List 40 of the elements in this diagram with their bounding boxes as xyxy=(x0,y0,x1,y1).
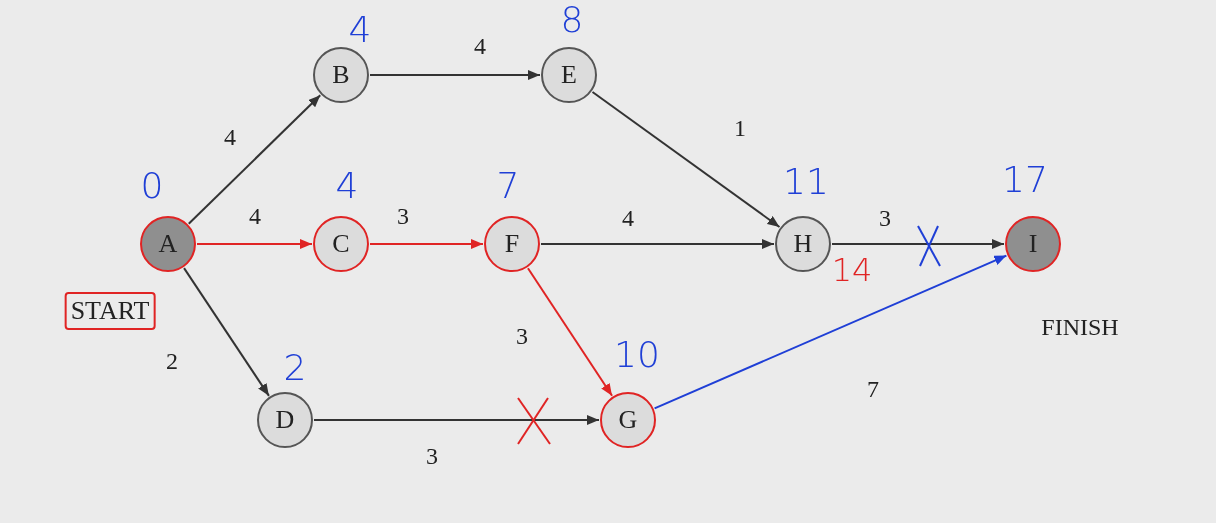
handwritten-number: 17 xyxy=(1002,162,1048,198)
handwritten-number: 0 xyxy=(140,168,164,204)
node-letter: C xyxy=(332,231,350,257)
node-letter: G xyxy=(618,407,638,433)
node-letter: E xyxy=(561,62,577,88)
handwritten-number: 8 xyxy=(560,2,584,38)
arrow xyxy=(831,239,1005,249)
arrow xyxy=(183,267,270,397)
activity-node xyxy=(600,392,656,448)
activity-node xyxy=(313,216,369,272)
activity-node xyxy=(140,216,196,272)
node-letter: F xyxy=(504,231,520,257)
activity-node xyxy=(257,392,313,448)
handwritten-number: 4 xyxy=(335,168,359,204)
arrow xyxy=(540,239,775,249)
activity-node xyxy=(313,47,369,103)
handwritten-number: 4 xyxy=(348,12,372,48)
handwritten-number: 2 xyxy=(283,350,307,386)
node-letter: A xyxy=(158,231,178,257)
node-letter: B xyxy=(332,62,350,88)
activity-node xyxy=(541,47,597,103)
node-letter: H xyxy=(793,231,813,257)
node-caption: FINISH xyxy=(1041,315,1119,339)
node-caption: START xyxy=(64,292,156,330)
arrow xyxy=(369,70,541,80)
node-letter: D xyxy=(275,407,295,433)
arrow xyxy=(187,94,322,225)
handwritten-number: 7 xyxy=(496,168,520,204)
handwritten-number: 11 xyxy=(783,164,829,200)
activity-node xyxy=(1005,216,1061,272)
activity-node xyxy=(775,216,831,272)
handwritten-number: 10 xyxy=(614,337,660,373)
arrow xyxy=(369,239,484,249)
activity-node xyxy=(484,216,540,272)
arrow xyxy=(591,91,781,228)
arrow xyxy=(196,239,313,249)
handwritten-number: 14 xyxy=(831,254,873,286)
arrow xyxy=(313,415,600,425)
arrow xyxy=(526,267,614,397)
node-letter: I xyxy=(1028,231,1038,257)
